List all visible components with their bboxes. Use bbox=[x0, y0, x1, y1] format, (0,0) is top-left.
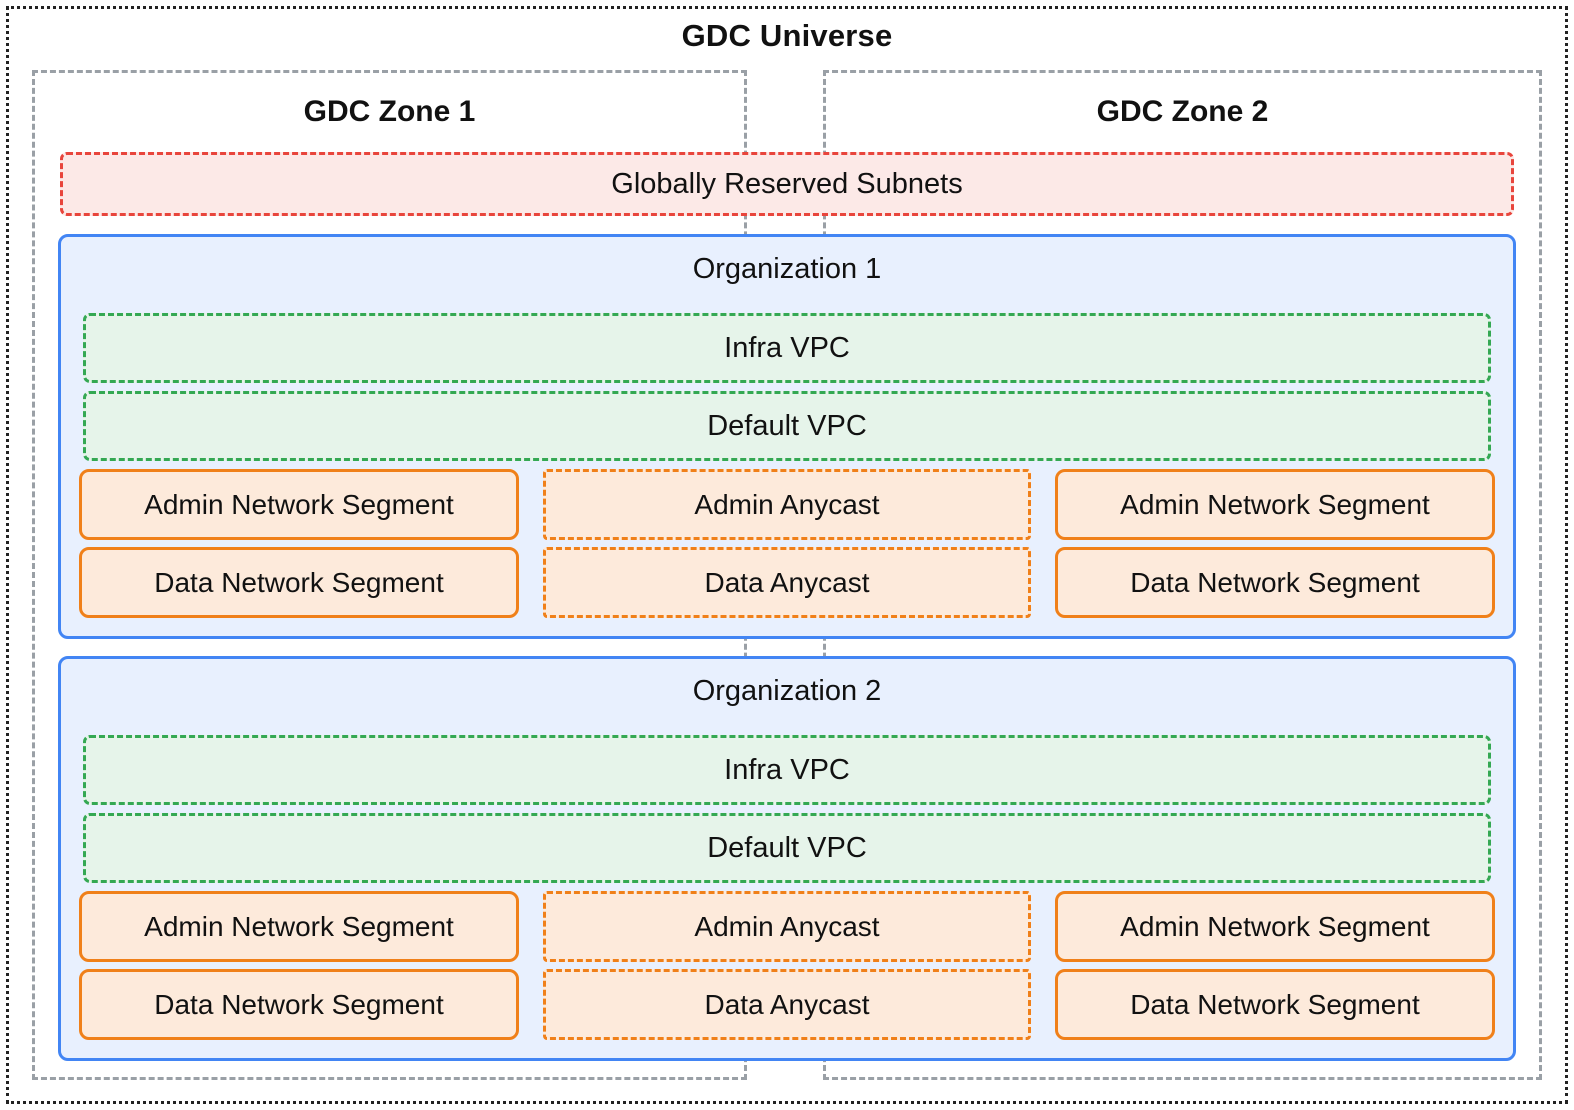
organization-1-admin-anycast: Admin Anycast bbox=[543, 469, 1031, 540]
gdc-universe-frame bbox=[6, 6, 1568, 1104]
organization-2-zone-1-data-network-segment: Data Network Segment bbox=[79, 969, 519, 1040]
organization-1-zone-1-data-network-segment: Data Network Segment bbox=[79, 547, 519, 618]
organization-1-infra-vpc: Infra VPC bbox=[83, 313, 1491, 383]
gdc-universe-title: GDC Universe bbox=[681, 18, 893, 53]
organization-2-admin-row: Admin Network Segment Admin Anycast Admi… bbox=[79, 891, 1495, 962]
organization-2-zone-2-admin-network-segment: Admin Network Segment bbox=[1055, 891, 1495, 962]
organization-2-zone-2-data-network-segment: Data Network Segment bbox=[1055, 969, 1495, 1040]
organization-1-zone-2-admin-network-segment: Admin Network Segment bbox=[1055, 469, 1495, 540]
organization-2-default-vpc: Default VPC bbox=[83, 813, 1491, 883]
organization-2-infra-vpc: Infra VPC bbox=[83, 735, 1491, 805]
organization-2-title: Organization 2 bbox=[692, 675, 882, 707]
organization-1-data-anycast: Data Anycast bbox=[543, 547, 1031, 618]
organization-1-zone-2-data-network-segment: Data Network Segment bbox=[1055, 547, 1495, 618]
globally-reserved-subnets-box: Globally Reserved Subnets bbox=[60, 152, 1514, 216]
organization-2-data-anycast: Data Anycast bbox=[543, 969, 1031, 1040]
organization-1-data-row: Data Network Segment Data Anycast Data N… bbox=[79, 547, 1495, 618]
organization-1-default-vpc: Default VPC bbox=[83, 391, 1491, 461]
gdc-zone-2-title: GDC Zone 2 bbox=[1096, 95, 1269, 128]
gdc-zone-1-title: GDC Zone 1 bbox=[303, 95, 476, 128]
organization-1-box: Organization 1 Infra VPC Default VPC Adm… bbox=[58, 234, 1516, 639]
organization-1-zone-1-admin-network-segment: Admin Network Segment bbox=[79, 469, 519, 540]
organization-2-box: Organization 2 Infra VPC Default VPC Adm… bbox=[58, 656, 1516, 1061]
organization-2-admin-anycast: Admin Anycast bbox=[543, 891, 1031, 962]
organization-1-title: Organization 1 bbox=[692, 253, 882, 285]
organization-1-admin-row: Admin Network Segment Admin Anycast Admi… bbox=[79, 469, 1495, 540]
organization-2-data-row: Data Network Segment Data Anycast Data N… bbox=[79, 969, 1495, 1040]
organization-2-zone-1-admin-network-segment: Admin Network Segment bbox=[79, 891, 519, 962]
